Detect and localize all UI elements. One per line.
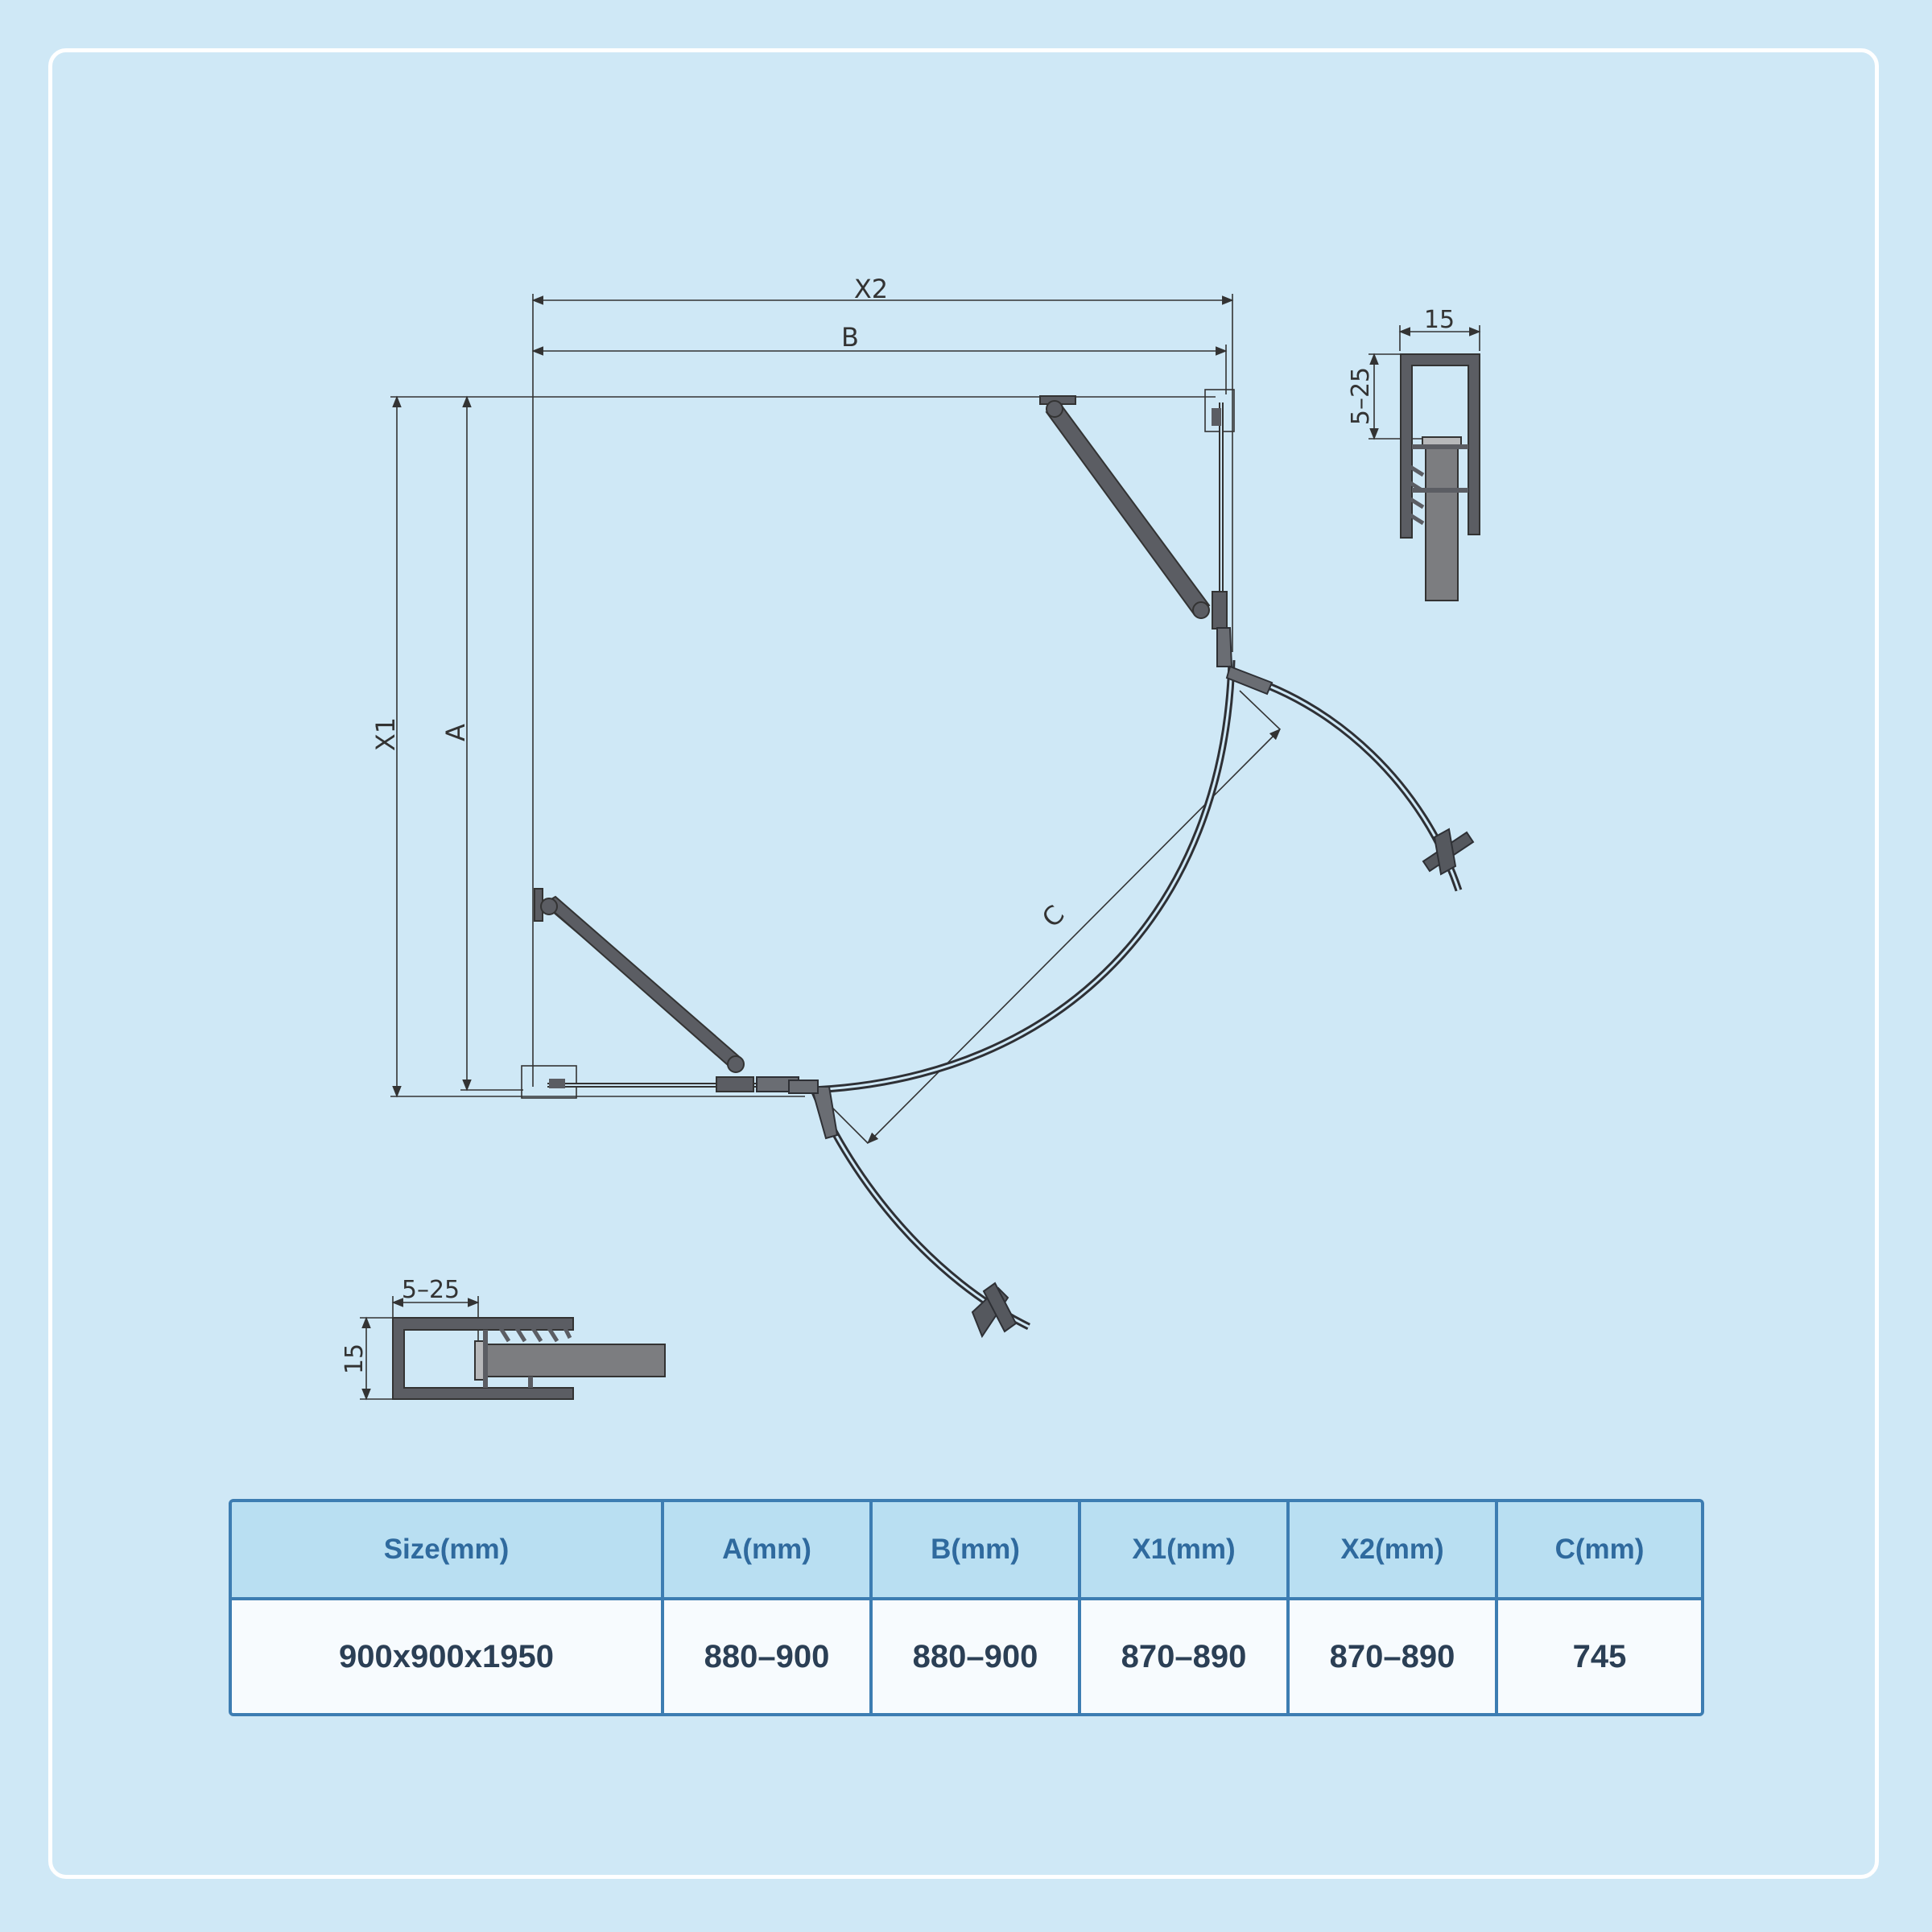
curved-doors	[809, 659, 1463, 1331]
value-size: 900x900x1950	[232, 1600, 664, 1713]
roller-top	[1225, 665, 1274, 696]
spec-table-header: Size(mm) A(mm) B(mm) X1(mm) X2(mm) C(mm)	[232, 1502, 1701, 1600]
value-c: 745	[1572, 1638, 1627, 1674]
detail-bottom-adjust-label: 5–25	[402, 1276, 460, 1304]
spec-table: Size(mm) A(mm) B(mm) X1(mm) X2(mm) C(mm)…	[229, 1499, 1704, 1716]
rollers	[756, 627, 1274, 1140]
label-b: B	[841, 322, 859, 353]
wall-profile-left	[521, 1065, 577, 1099]
support-bar-top	[1045, 403, 1211, 617]
value-b: 880–900	[873, 1600, 1081, 1713]
label-c: C	[1036, 899, 1071, 934]
support-bars	[534, 395, 1228, 1092]
curved-door-main	[811, 659, 1236, 1094]
header-c: C(mm)	[1554, 1534, 1645, 1565]
label-x2: X2	[854, 274, 888, 304]
table-row: 900x900x1950 880–900 880–900 870–890 870…	[232, 1600, 1701, 1713]
value-x1: 870–890	[1081, 1600, 1290, 1713]
handles	[971, 828, 1475, 1339]
profile-detail-top-right: 15 5–25	[1347, 306, 1481, 601]
outer-frame	[48, 48, 1879, 1879]
header-size: Size(mm)	[232, 1502, 664, 1597]
curved-door-right-open	[1228, 669, 1463, 892]
dim-line-c	[866, 728, 1282, 1145]
header-b: B(mm)	[873, 1502, 1081, 1597]
roller-bottom	[810, 1086, 839, 1140]
header-x1: X1(mm)	[1081, 1502, 1290, 1597]
header-x2: X2(mm)	[1290, 1502, 1498, 1597]
detail-bottom-width-label: 15	[341, 1344, 369, 1374]
header-a: A(mm)	[664, 1502, 873, 1597]
value-a: 880–900	[664, 1600, 873, 1713]
profile-detail-bottom-left: 5–25 15	[341, 1276, 666, 1401]
detail-top-adjust-label: 5–25	[1347, 367, 1375, 425]
label-a: A	[440, 724, 471, 741]
label-x1: X1	[370, 717, 401, 751]
detail-top-width-label: 15	[1424, 306, 1455, 334]
dimension-lines	[390, 294, 1282, 1145]
value-x2: 870–890	[1290, 1600, 1498, 1713]
